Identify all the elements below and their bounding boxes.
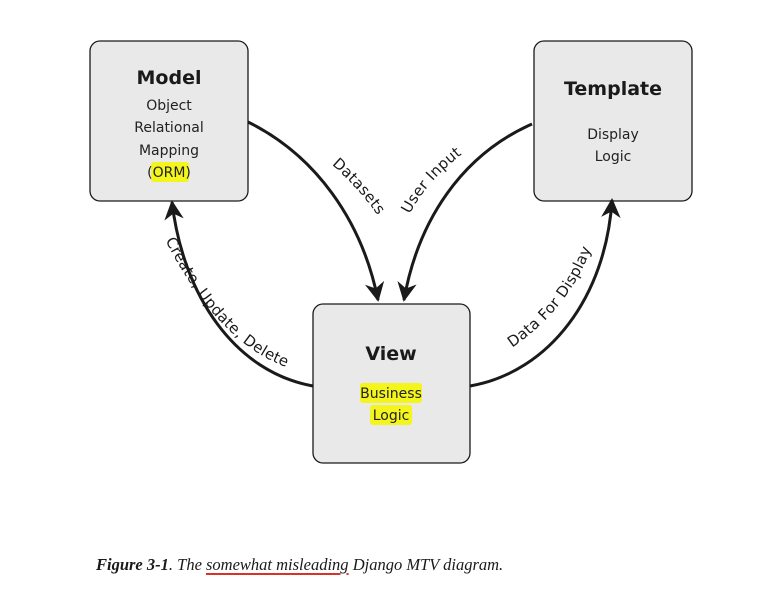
view-line-business: Business (360, 386, 422, 402)
model-box-frame (89, 40, 249, 202)
template-line-logic: Logic (595, 149, 632, 165)
data-for-display-label: Data For Display (504, 243, 595, 351)
model-orm-line: (ORM) (147, 165, 191, 181)
view-box: View Business Logic (312, 303, 471, 464)
model-line-mapping: Mapping (139, 143, 199, 159)
view-title: View (365, 343, 416, 365)
mtv-diagram: Model Object Relational Mapping (ORM) Te… (89, 40, 693, 464)
business-highlight (360, 383, 422, 403)
model-title: Model (137, 67, 202, 89)
orm-close-paren: ) (185, 165, 190, 181)
logic-highlight (370, 405, 412, 425)
orm-open-paren: ( (147, 165, 152, 181)
orm-text: ORM (153, 165, 186, 181)
view-line-logic: Logic (373, 408, 410, 424)
figure-caption: Figure 3-1. The somewhat misleading Djan… (96, 555, 503, 575)
caption-pre: The (177, 555, 207, 574)
user-input-label: User Input (397, 143, 464, 216)
template-title: Template (564, 78, 662, 100)
caption-underlined: somewhat misleading (206, 555, 349, 574)
crud-label: Create, Update, Delete (162, 234, 292, 371)
caption-separator: . (168, 555, 178, 574)
figure-label: Figure 3-1 (96, 555, 169, 574)
model-box: Model Object Relational Mapping (ORM) (89, 40, 249, 202)
user-input-arrow (402, 122, 534, 302)
data-for-display-arrow (468, 198, 614, 388)
datasets-label: Datasets (329, 154, 389, 218)
model-line-object: Object (146, 98, 192, 114)
template-box-frame (533, 40, 693, 202)
template-line-display: Display (587, 127, 639, 143)
orm-highlight (151, 162, 189, 182)
model-line-relational: Relational (134, 120, 203, 136)
template-box: Template Display Logic (533, 40, 693, 202)
datasets-arrow (246, 120, 380, 302)
caption-post: Django MTV diagram. (348, 555, 504, 574)
